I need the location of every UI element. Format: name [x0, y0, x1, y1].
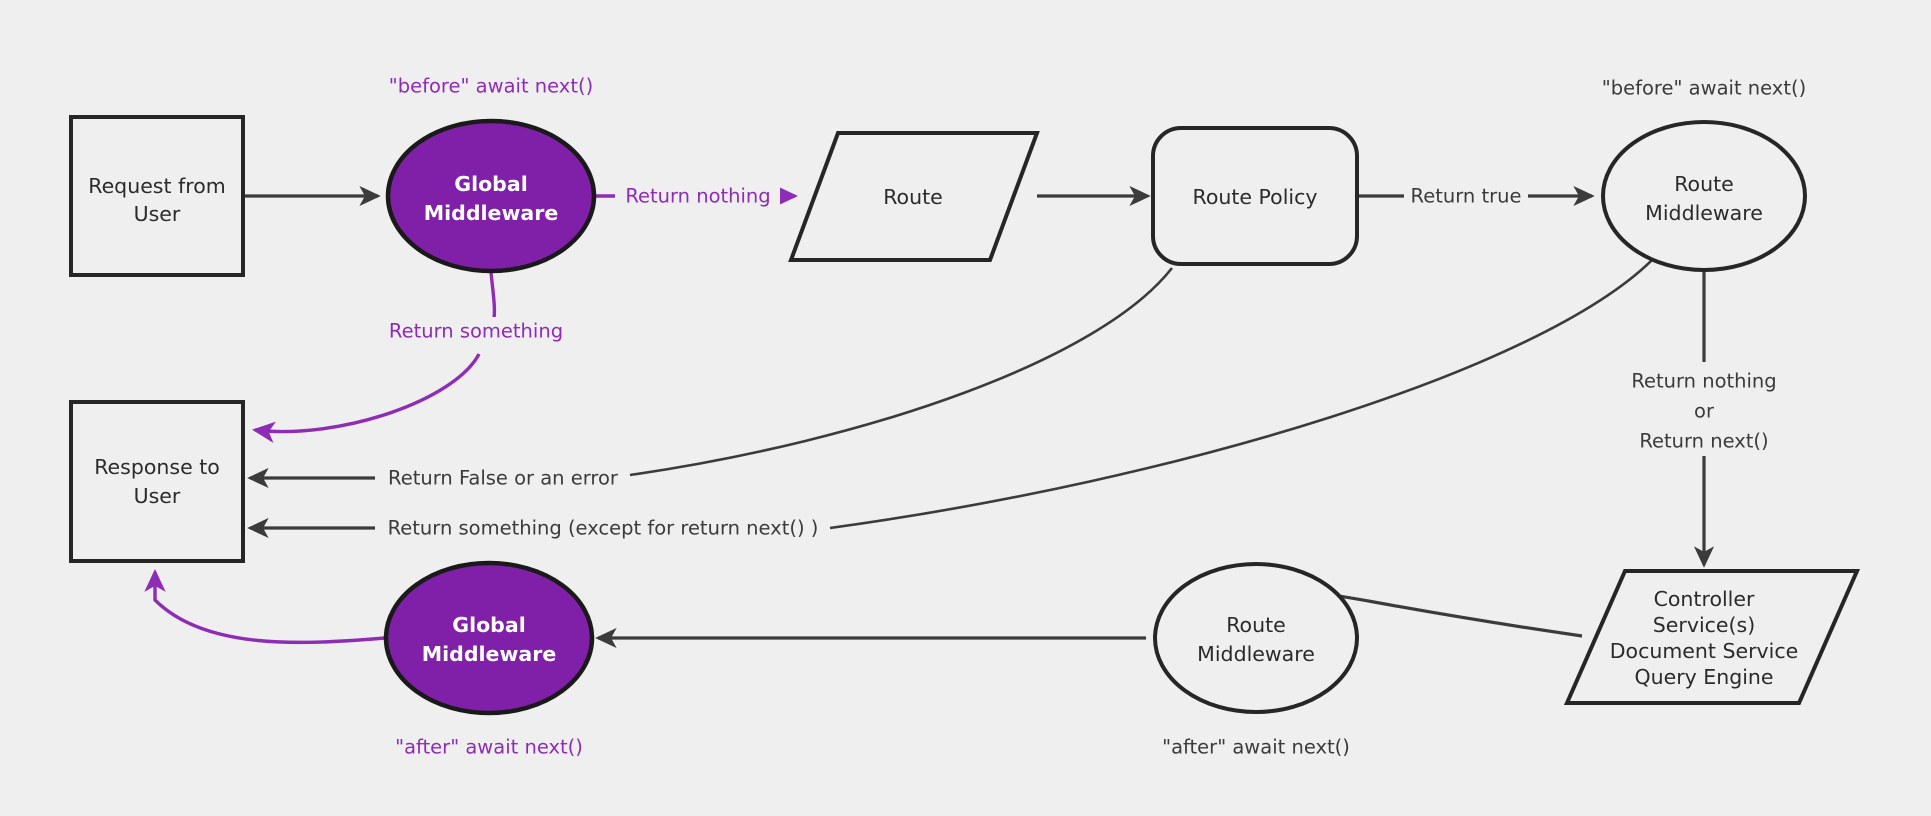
edge-label-return-nothing-or-next-line3: Return next() — [1639, 430, 1768, 453]
edge-label-return-nothing-or-next-line1: Return nothing — [1631, 370, 1776, 393]
edge-label-return-something: Return something — [389, 320, 563, 343]
return-true-label-bg — [1404, 182, 1528, 210]
node-route-middleware-after[interactable]: Route Middleware — [1153, 562, 1359, 714]
annotation-before-await-next-global: "before" await next() — [389, 75, 593, 98]
return-nothing-or-next-label-bg — [1614, 366, 1794, 456]
node-response-to-user[interactable]: Response to User — [69, 400, 245, 563]
return-something-label-bg — [383, 317, 575, 345]
controller-stack-label-line2: Service(s) — [1653, 613, 1755, 637]
edge-global-return-something-to-response — [252, 353, 481, 443]
route-parallelogram — [788, 131, 1040, 262]
controller-stack-label-line4: Query Engine — [1634, 665, 1773, 689]
response-to-user-label-line2: User — [134, 484, 181, 508]
route-middleware-after-label-line1: Route — [1226, 613, 1286, 637]
node-request-from-user[interactable]: Request from User — [69, 115, 245, 277]
return-false-label-bg — [378, 464, 628, 492]
edge-label-return-false-or-error: Return False or an error — [388, 467, 619, 490]
response-to-user-label-line1: Response to — [94, 455, 220, 479]
return-something-except-label-bg — [378, 514, 828, 542]
edge-global-middleware-after-to-response — [144, 569, 386, 645]
route-middleware-before-ellipse — [1601, 120, 1807, 272]
edge-policy-to-response-curve — [629, 267, 1174, 477]
return-nothing-label-bg — [615, 182, 780, 210]
request-from-user-label-line2: User — [134, 202, 181, 226]
global-middleware-after-ellipse — [383, 560, 595, 716]
node-global-middleware-after[interactable]: Global Middleware — [383, 560, 595, 716]
global-middleware-before-ellipse — [385, 118, 597, 274]
global-middleware-after-label-line2: Middleware — [422, 642, 557, 666]
controller-stack-label-line3: Document Service — [1610, 639, 1798, 663]
edge-route-middleware-to-response-curve — [829, 259, 1653, 530]
route-middleware-before-label-line2: Middleware — [1645, 201, 1763, 225]
annotation-after-await-next-global: "after" await next() — [395, 736, 583, 759]
node-route-middleware-before[interactable]: Route Middleware — [1601, 120, 1807, 272]
route-middleware-after-ellipse — [1153, 562, 1359, 714]
edge-label-return-nothing-or-next-line2: or — [1694, 400, 1715, 423]
route-middleware-after-label-line2: Middleware — [1197, 642, 1315, 666]
response-to-user-box — [69, 400, 245, 563]
annotation-after-await-next-route: "after" await next() — [1162, 736, 1350, 759]
edge-label-return-something-except-next: Return something (except for return next… — [388, 517, 819, 540]
global-middleware-before-label-line1: Global — [454, 172, 527, 196]
route-policy-box — [1151, 126, 1359, 266]
global-middleware-after-label-line1: Global — [452, 613, 525, 637]
controller-stack-parallelogram — [1563, 569, 1861, 705]
edge-label-return-nothing: Return nothing — [625, 185, 770, 208]
annotation-before-await-next-route: "before" await next() — [1602, 77, 1806, 100]
route-middleware-before-label-line1: Route — [1674, 172, 1734, 196]
request-from-user-label-line1: Request from — [88, 174, 226, 198]
request-from-user-box — [69, 115, 245, 277]
node-route[interactable]: Route — [788, 131, 1040, 262]
route-label: Route — [883, 185, 943, 209]
edge-label-return-true: Return true — [1411, 185, 1522, 208]
controller-stack-label-line1: Controller — [1654, 587, 1755, 611]
node-route-policy[interactable]: Route Policy — [1151, 126, 1359, 266]
route-policy-label: Route Policy — [1193, 185, 1318, 209]
node-global-middleware-before[interactable]: Global Middleware — [385, 118, 597, 274]
node-controller-stack[interactable]: Controller Service(s) Document Service Q… — [1563, 569, 1861, 705]
global-middleware-before-label-line2: Middleware — [424, 201, 559, 225]
